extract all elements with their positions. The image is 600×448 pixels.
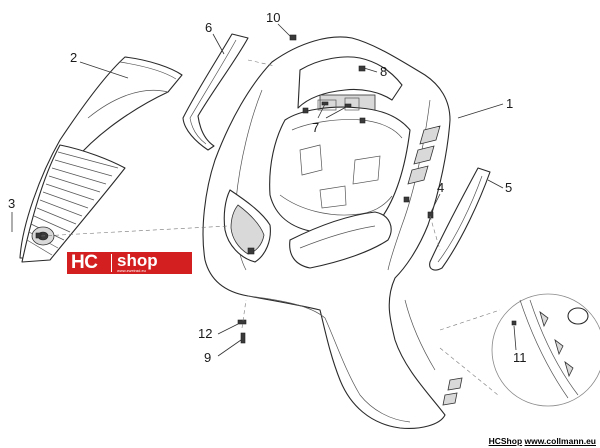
callout-8: 8 xyxy=(380,64,387,79)
screw-9-icon xyxy=(240,332,246,344)
clip-12-icon xyxy=(237,319,247,325)
callout-4: 4 xyxy=(437,180,444,195)
screw-10-icon xyxy=(289,34,297,41)
part-5-side-trim xyxy=(429,167,491,271)
detail-circle-11 xyxy=(491,293,600,407)
leader-lines xyxy=(11,23,517,357)
callout-5: 5 xyxy=(505,180,512,195)
footer-credit: HCShop www.collmann.eu xyxy=(489,436,596,446)
callout-2: 2 xyxy=(70,50,77,65)
hcshop-logo: HC shop www.zweirad.eu xyxy=(67,252,192,274)
callout-labels: 1 2 3 4 5 6 7 8 9 10 11 12 xyxy=(8,10,527,365)
logo-brand: HC xyxy=(71,252,98,273)
callout-1: 1 xyxy=(506,96,513,111)
part-1-front-body xyxy=(202,36,463,429)
callout-11: 11 xyxy=(513,350,527,365)
callout-10: 10 xyxy=(266,10,280,25)
logo-tagline: www.zweirad.eu xyxy=(117,268,146,273)
footer-site-link[interactable]: www.collmann.eu xyxy=(524,436,596,446)
callout-7: 7 xyxy=(312,120,319,135)
clip-8-icon xyxy=(358,65,366,72)
part-6-trim-strip xyxy=(182,33,249,151)
callout-12: 12 xyxy=(198,326,212,341)
callout-9: 9 xyxy=(204,350,211,365)
screw-3-icon xyxy=(35,232,42,239)
callout-6: 6 xyxy=(205,20,212,35)
logo-divider xyxy=(111,254,112,272)
logo-word: shop xyxy=(117,251,158,270)
plug-icon xyxy=(567,307,589,325)
callout-3: 3 xyxy=(8,196,15,211)
footer-shop-link[interactable]: HCShop xyxy=(488,436,523,446)
part-2-shield-panel xyxy=(19,56,183,263)
assembly-lines xyxy=(40,59,501,396)
screw-11-icon xyxy=(511,320,517,326)
